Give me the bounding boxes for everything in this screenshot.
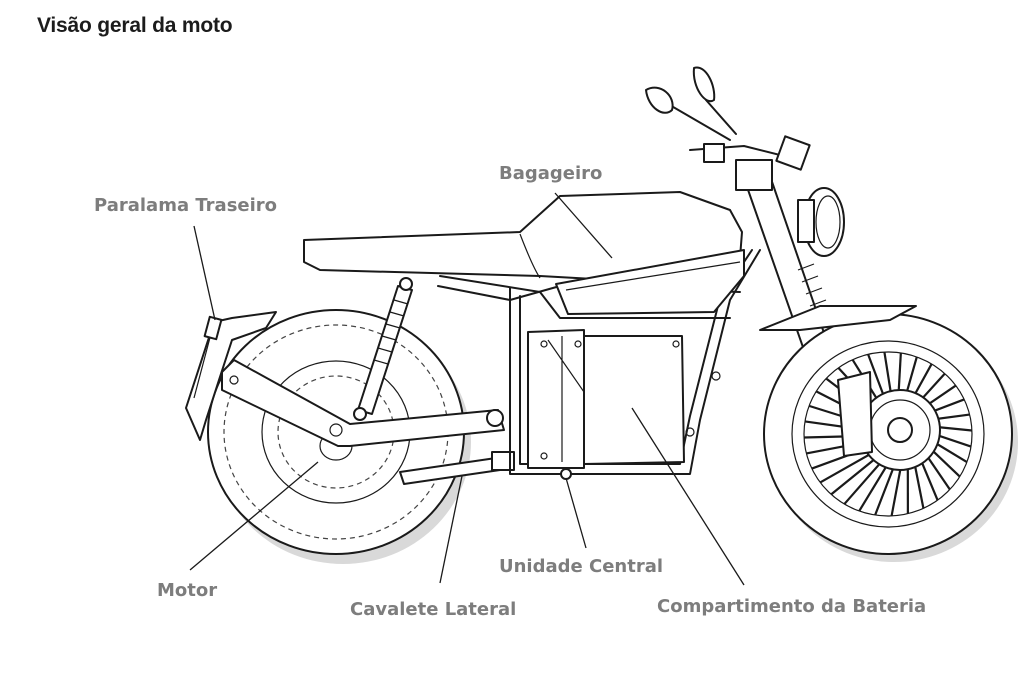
rear-fender <box>185 311 277 441</box>
front-wheel <box>759 305 1018 562</box>
headlight <box>797 187 845 257</box>
rear-shock <box>353 277 413 421</box>
label-unidade-central: Unidade Central <box>499 556 663 577</box>
kickstand <box>399 451 515 485</box>
seat <box>303 191 745 315</box>
label-cavalete-lateral: Cavalete Lateral <box>350 599 516 620</box>
label-compartimento-bateria: Compartimento da Bateria <box>657 596 926 617</box>
swingarm <box>221 359 505 447</box>
page-title: Visão geral da moto <box>37 14 233 37</box>
handlebar <box>645 66 811 171</box>
label-bagageiro: Bagageiro <box>499 163 602 184</box>
label-paralama-traseiro: Paralama Traseiro <box>94 195 277 216</box>
leader-lines <box>189 192 745 586</box>
battery-compartment <box>527 329 685 469</box>
label-motor: Motor <box>157 580 217 601</box>
